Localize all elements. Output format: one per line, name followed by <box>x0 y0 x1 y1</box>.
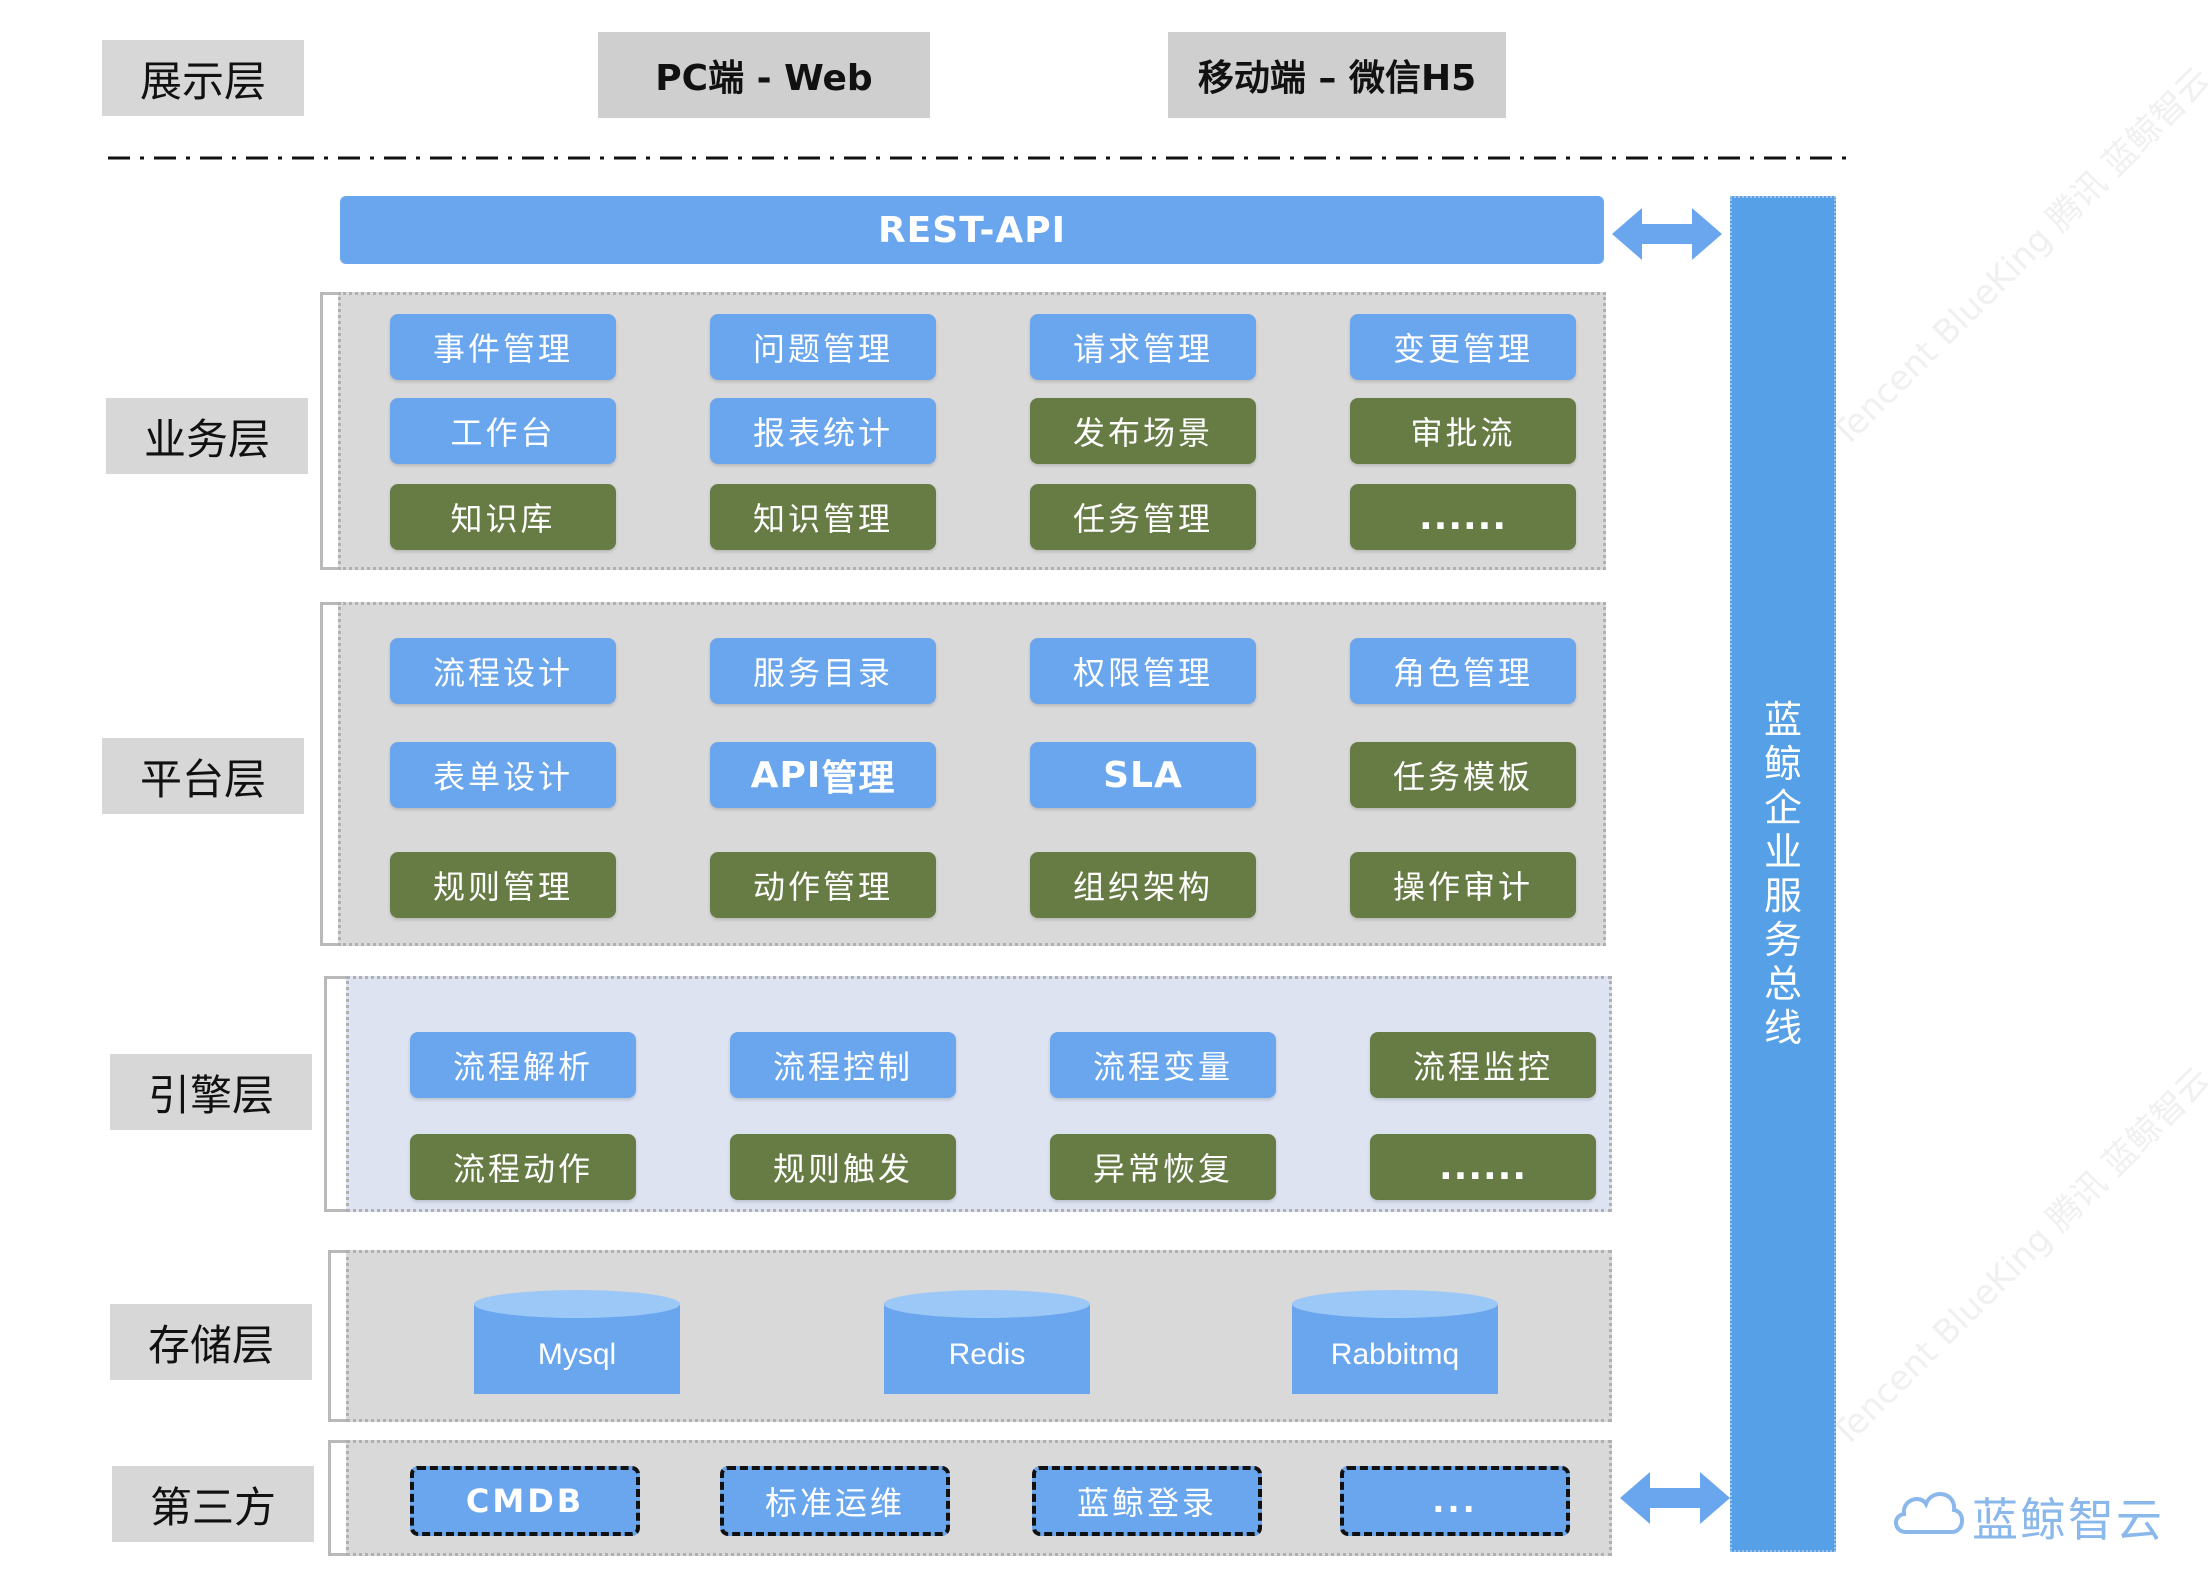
business-module: 知识库 <box>390 484 616 550</box>
third-party-module: 标准运维 <box>720 1466 950 1536</box>
business-module: 发布场景 <box>1030 398 1256 464</box>
bus-char: 鲸 <box>1763 742 1802 786</box>
double-arrow-icon <box>1612 208 1722 260</box>
layer-separator <box>108 156 1848 160</box>
business-module: 事件管理 <box>390 314 616 380</box>
platform-module: 表单设计 <box>390 742 616 808</box>
engine-module: 流程解析 <box>410 1032 636 1098</box>
bus-char: 企 <box>1763 786 1802 830</box>
bus-char: 务 <box>1763 918 1802 962</box>
business-bracket <box>320 292 344 570</box>
business-module: 报表统计 <box>710 398 936 464</box>
watermark-top: Tencent BlueKing 腾讯 蓝鲸智云 <box>1824 59 2208 455</box>
engine-module: ...... <box>1370 1134 1596 1200</box>
engine-module: 规则触发 <box>730 1134 956 1200</box>
platform-module: 规则管理 <box>390 852 616 918</box>
engine-module: 流程控制 <box>730 1032 956 1098</box>
third-party-bracket <box>328 1440 352 1556</box>
business-module: 任务管理 <box>1030 484 1256 550</box>
presentation-pc-web: PC端 - Web <box>598 32 930 118</box>
bus-char: 服 <box>1763 874 1802 918</box>
business-module: 工作台 <box>390 398 616 464</box>
platform-module: 服务目录 <box>710 638 936 704</box>
database-label: Redis <box>948 1338 1026 1371</box>
platform-module: 任务模板 <box>1350 742 1576 808</box>
platform-module: 组织架构 <box>1030 852 1256 918</box>
storage-bracket <box>328 1250 352 1422</box>
layer-label-presentation: 展示层 <box>102 40 304 116</box>
database-label: Mysql <box>537 1338 617 1371</box>
watermark-bottom: Tencent BlueKing 腾讯 蓝鲸智云 <box>1824 1059 2208 1455</box>
business-module: 审批流 <box>1350 398 1576 464</box>
business-module: 请求管理 <box>1030 314 1256 380</box>
third-party-module: CMDB <box>410 1466 640 1536</box>
bus-char: 蓝 <box>1763 698 1802 742</box>
double-arrow-icon <box>1620 1472 1730 1524</box>
platform-module: SLA <box>1030 742 1256 808</box>
layer-label-storage: 存储层 <box>110 1304 312 1380</box>
presentation-mobile-h5: 移动端 – 微信H5 <box>1168 32 1506 118</box>
engine-module: 流程动作 <box>410 1134 636 1200</box>
bluking-logo-text: 蓝鲸智云 <box>1972 1493 2164 1547</box>
bus-char: 业 <box>1763 830 1802 874</box>
platform-module: 权限管理 <box>1030 638 1256 704</box>
rest-api-bar: REST-API <box>340 196 1604 264</box>
database-cylinder: Rabbitmq <box>1292 1290 1498 1408</box>
layer-label-platform: 平台层 <box>102 738 304 814</box>
engine-bracket <box>324 976 348 1212</box>
platform-bracket <box>320 602 344 946</box>
engine-module: 异常恢复 <box>1050 1134 1276 1200</box>
bus-char: 线 <box>1763 1006 1802 1050</box>
bus-char: 总 <box>1763 962 1802 1006</box>
database-cylinder: Mysql <box>474 1290 680 1408</box>
business-module: 问题管理 <box>710 314 936 380</box>
engine-module: 流程变量 <box>1050 1032 1276 1098</box>
layer-label-engine: 引擎层 <box>110 1054 312 1130</box>
platform-module: 动作管理 <box>710 852 936 918</box>
third-party-module: ... <box>1340 1466 1570 1536</box>
enterprise-service-bus: 蓝鲸企业服务总线 <box>1730 196 1836 1552</box>
layer-label-third-party: 第三方 <box>112 1466 314 1542</box>
cloud-logo-icon <box>1894 1492 1964 1534</box>
engine-module: 流程监控 <box>1370 1032 1596 1098</box>
platform-module: 角色管理 <box>1350 638 1576 704</box>
business-module: ...... <box>1350 484 1576 550</box>
platform-module: 流程设计 <box>390 638 616 704</box>
business-module: 变更管理 <box>1350 314 1576 380</box>
database-cylinder: Redis <box>884 1290 1090 1408</box>
database-label: Rabbitmq <box>1330 1338 1460 1371</box>
layer-label-business: 业务层 <box>106 398 308 474</box>
platform-module: 操作审计 <box>1350 852 1576 918</box>
business-module: 知识管理 <box>710 484 936 550</box>
third-party-module: 蓝鲸登录 <box>1032 1466 1262 1536</box>
